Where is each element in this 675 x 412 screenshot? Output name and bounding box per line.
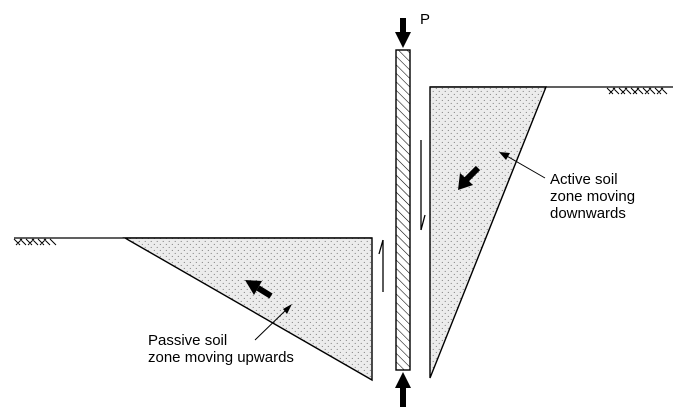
passive-soil-wedge [122, 237, 373, 382]
load-label: P [420, 11, 430, 28]
active-zone-label-line1: Active soil [550, 171, 618, 188]
downward-movement-arrow [458, 165, 481, 190]
upward-movement-arrow [245, 280, 273, 299]
passive-side-shear-arrow [378, 239, 384, 292]
sheet-pile [395, 49, 411, 371]
active-zone-label-line2: zone moving [550, 188, 635, 205]
passive-zone-label-line1: Passive soil [148, 332, 227, 349]
active-label-leader [499, 152, 546, 179]
active-soil-wedge [429, 86, 548, 379]
passive-zone-label-line2: zone moving upwards [148, 349, 294, 366]
top-load-arrow [395, 18, 411, 48]
passive-label-leader [254, 304, 292, 341]
active-side-shear-arrow [420, 140, 426, 231]
bottom-reaction-arrow [395, 372, 411, 407]
active-zone-label-line3: downwards [550, 205, 626, 222]
